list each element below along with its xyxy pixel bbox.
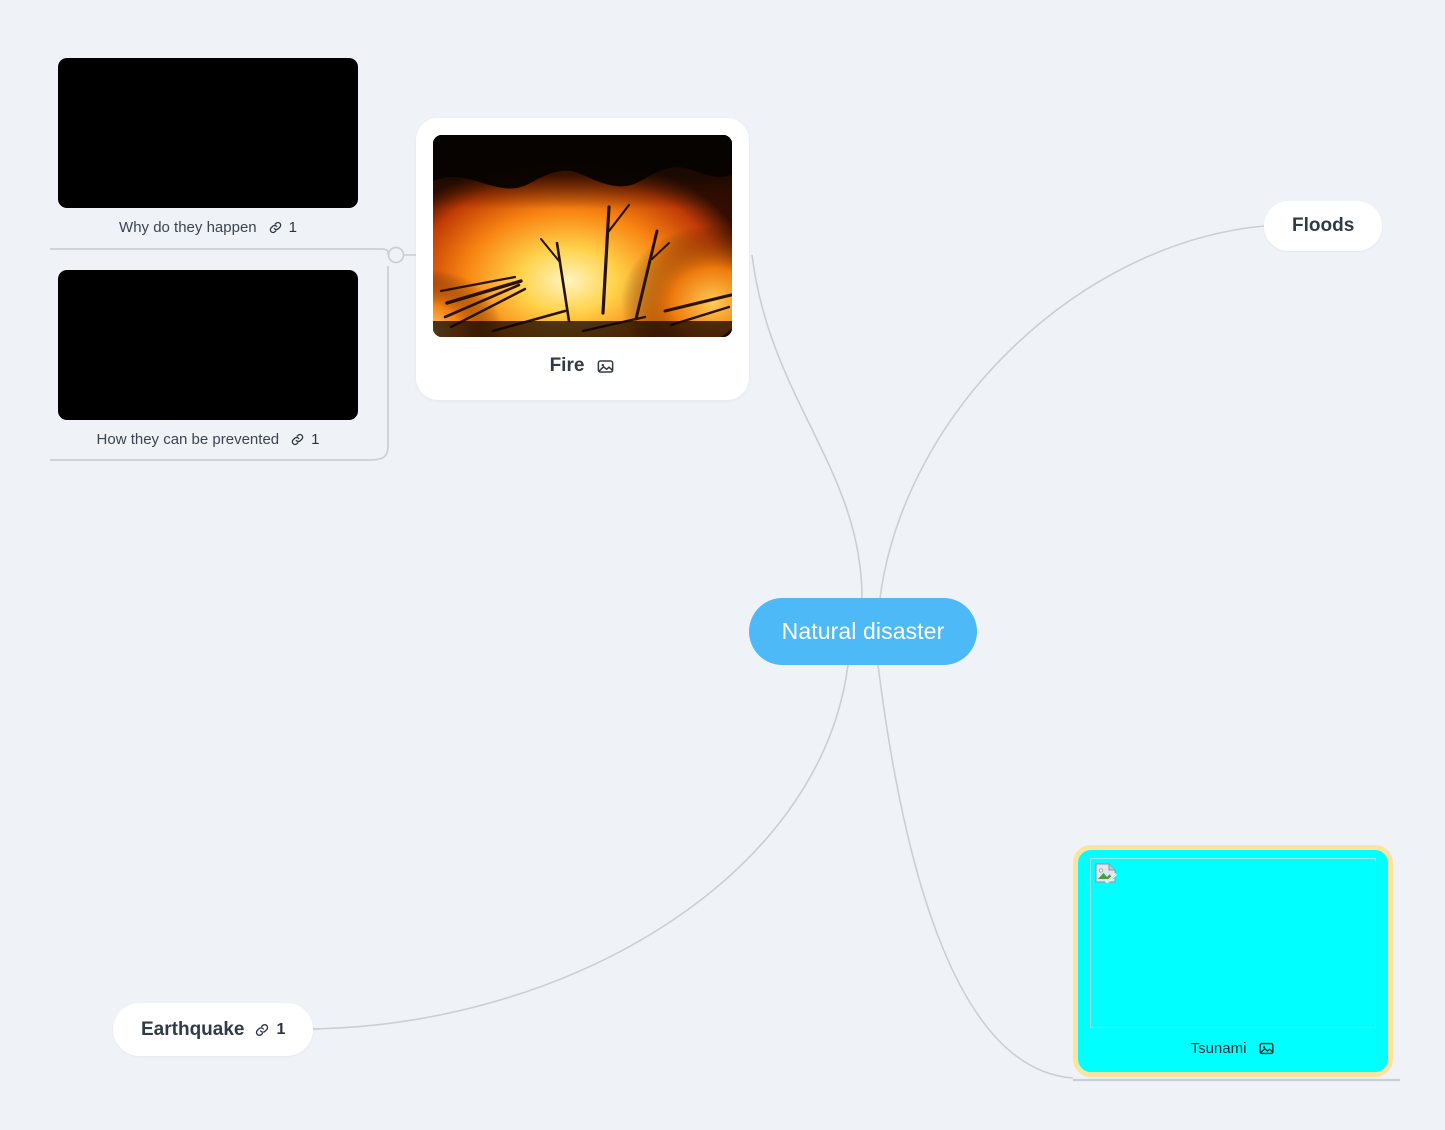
prevent-label-row: How they can be prevented 1 xyxy=(97,431,320,448)
image-icon[interactable] xyxy=(1258,1040,1275,1057)
node-why-label: Why do they happen xyxy=(119,219,257,236)
collapse-toggle[interactable] xyxy=(387,246,405,264)
image-icon[interactable] xyxy=(596,357,615,376)
root-node-natural-disaster[interactable]: Natural disaster xyxy=(749,598,977,665)
node-floods-label: Floods xyxy=(1292,215,1355,236)
prevent-thumbnail[interactable] xyxy=(58,270,358,420)
node-how-they-can-be-prevented[interactable]: How they can be prevented 1 xyxy=(58,270,358,448)
fire-caption: Fire xyxy=(550,355,616,377)
link-icon xyxy=(268,220,283,235)
prevent-link-count: 1 xyxy=(311,431,320,448)
earthquake-link-count: 1 xyxy=(276,1020,286,1038)
node-fire[interactable]: Fire xyxy=(416,118,749,400)
rail-why xyxy=(50,248,390,256)
node-floods[interactable]: Floods xyxy=(1264,201,1383,251)
edge-root-earthquake xyxy=(297,664,849,1030)
why-label-row: Why do they happen 1 xyxy=(119,219,297,236)
prevent-link-badge[interactable]: 1 xyxy=(290,431,319,448)
node-prevent-label: How they can be prevented xyxy=(96,431,280,448)
node-tsunami[interactable]: Tsunami xyxy=(1073,845,1393,1077)
why-thumbnail[interactable] xyxy=(58,58,358,208)
node-earthquake-label: Earthquake xyxy=(141,1018,245,1040)
edge-root-tsunami xyxy=(877,664,1074,1079)
edge-root-fire xyxy=(751,254,863,599)
earthquake-link-badge[interactable]: 1 xyxy=(254,1021,285,1039)
tsunami-divider xyxy=(1090,1027,1376,1028)
fire-photo xyxy=(433,135,732,337)
tsunami-image-area[interactable] xyxy=(1090,858,1376,1027)
node-fire-label: Fire xyxy=(549,355,585,376)
node-earthquake[interactable]: Earthquake 1 xyxy=(113,1003,314,1056)
node-tsunami-label: Tsunami xyxy=(1190,1039,1247,1057)
why-link-badge[interactable]: 1 xyxy=(268,219,297,236)
broken-image-icon xyxy=(1095,863,1117,883)
edge-root-floods xyxy=(879,225,1265,599)
why-link-count: 1 xyxy=(288,219,297,236)
link-icon xyxy=(254,1022,270,1038)
fire-thumbnail[interactable] xyxy=(433,135,732,337)
link-icon xyxy=(290,432,305,447)
tsunami-caption: Tsunami xyxy=(1086,1028,1380,1068)
node-why-do-they-happen[interactable]: Why do they happen 1 xyxy=(58,58,358,236)
root-node-label: Natural disaster xyxy=(781,618,945,644)
